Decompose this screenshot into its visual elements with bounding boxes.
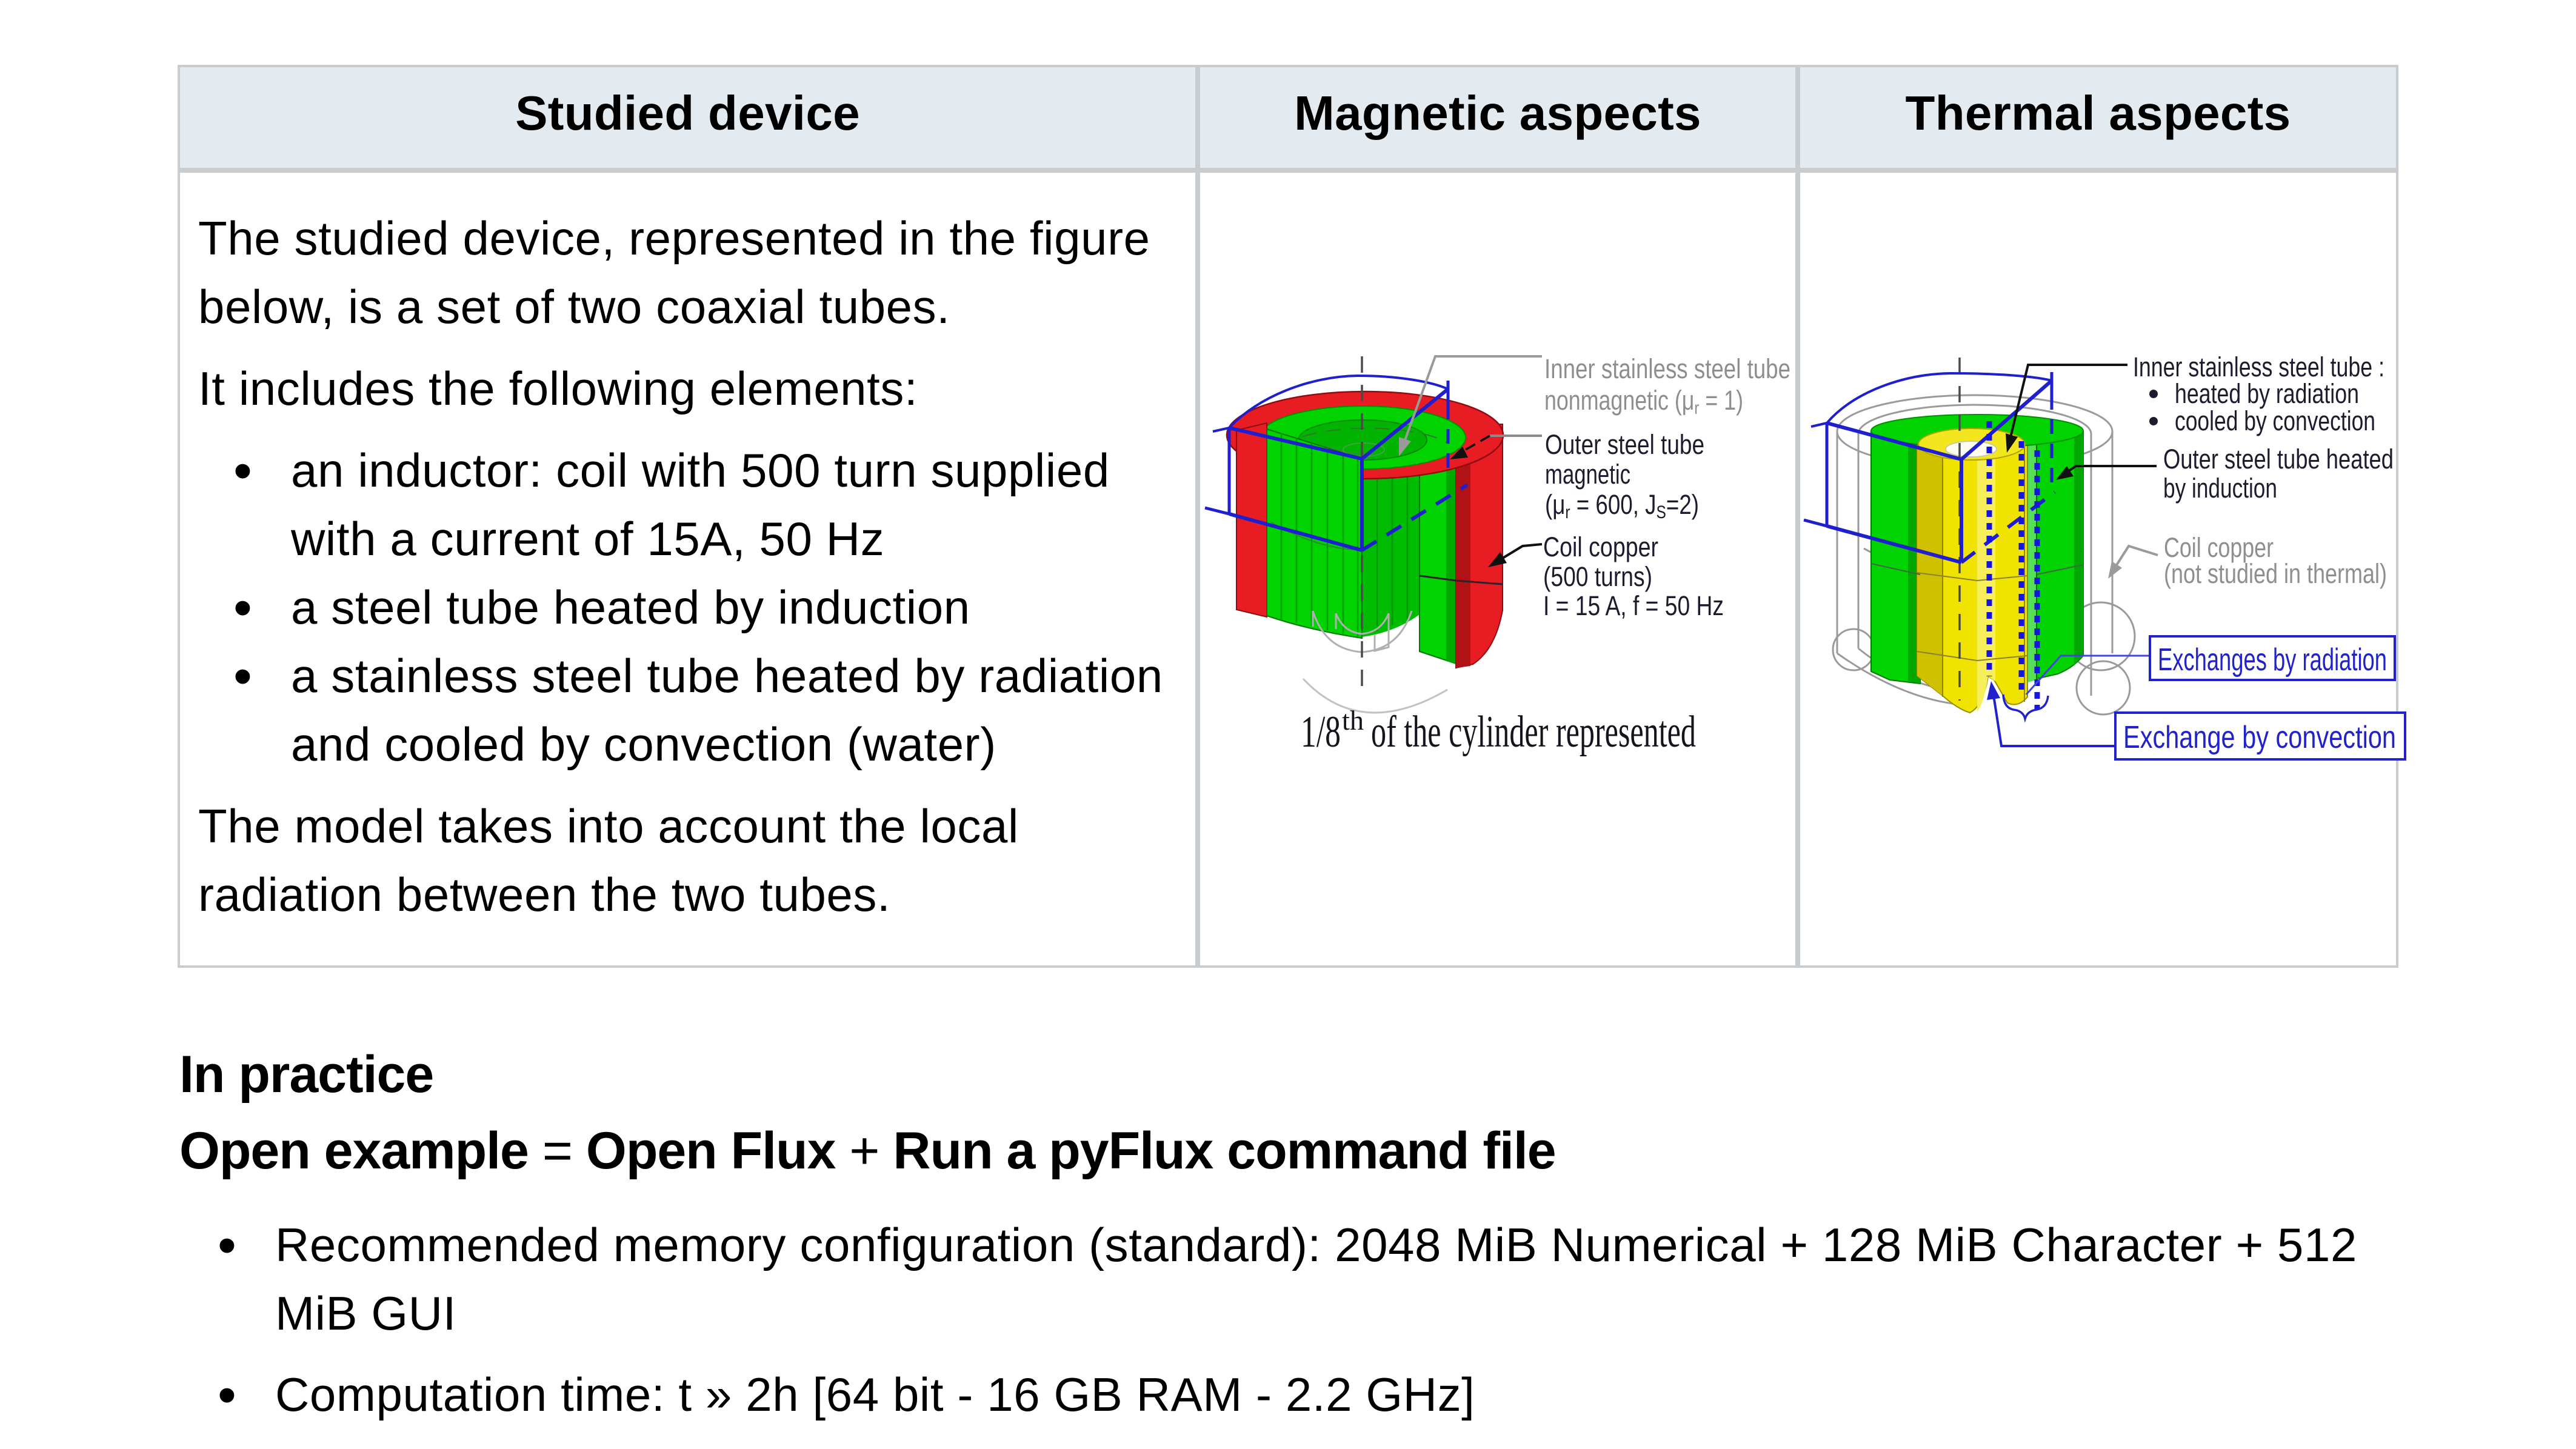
svg-text:cooled by convection: cooled by convection	[2175, 405, 2375, 436]
svg-text:Exchanges by radiation: Exchanges by radiation	[2158, 642, 2387, 678]
svg-text:(μr = 600, JS=2): (μr = 600, JS=2)	[1545, 489, 1699, 522]
svg-text:by induction: by induction	[2163, 473, 2277, 504]
svg-text:Coil copper: Coil copper	[1543, 531, 1658, 562]
svg-text:Inner stainless steel tube :: Inner stainless steel tube :	[2133, 351, 2384, 382]
svg-text:(500 turns): (500 turns)	[1543, 561, 1652, 592]
svg-text:heated by radiation: heated by radiation	[2175, 378, 2359, 409]
svg-text:Outer steel tube: Outer steel tube	[1545, 429, 1704, 460]
svg-text:Outer steel tube heated: Outer steel tube heated	[2163, 444, 2394, 475]
svg-text:Coil copper: Coil copper	[2164, 532, 2274, 563]
svg-text:I = 15 A, f = 50 Hz: I = 15 A, f = 50 Hz	[1543, 590, 1724, 621]
svg-text:th: th	[1342, 705, 1364, 736]
svg-text:nonmagnetic (μr = 1): nonmagnetic (μr = 1)	[1544, 385, 1743, 418]
svg-text:(not studied in thermal): (not studied in thermal)	[2164, 558, 2387, 589]
svg-text:Exchange by convection: Exchange by convection	[2123, 720, 2396, 755]
svg-text:magnetic: magnetic	[1545, 459, 1630, 490]
svg-text:of the cylinder represented: of the cylinder represented	[1371, 707, 1696, 757]
svg-text:Inner stainless steel tube: Inner stainless steel tube	[1544, 353, 1790, 384]
svg-text:1/8: 1/8	[1301, 707, 1341, 757]
